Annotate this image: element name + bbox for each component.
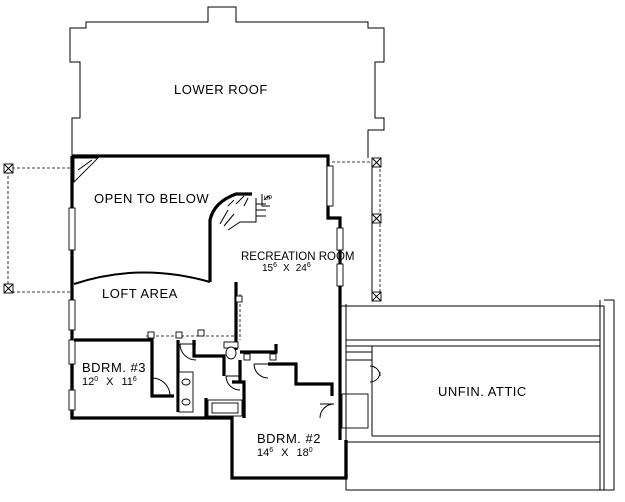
loft-edge [73,271,211,285]
lower-roof-label: LOWER ROOF [174,82,268,97]
corner-chamfer [73,157,100,184]
recreation-room-name: RECREATION ROOM [241,251,355,263]
bedroom-3-name: BDRM. #3 [82,360,146,375]
attic-walls [340,299,615,491]
left-porch-outline [3,163,70,294]
right-windows [326,165,344,287]
lower-roof-outline [69,6,385,158]
interior-walls [74,282,334,418]
stairs [208,192,271,282]
bathroom-fixtures [147,295,277,417]
loft-area-label: LOFT AREA [102,286,178,301]
left-windows [68,207,76,411]
bedroom-2-name: BDRM. #2 [257,431,321,446]
open-to-below-label: OPEN TO BELOW [94,191,209,206]
right-deck-outline [332,157,382,302]
unfinished-attic-label: UNFIN. ATTIC [438,384,527,399]
stair-up-mark: UP [264,196,272,202]
doors [151,343,381,419]
